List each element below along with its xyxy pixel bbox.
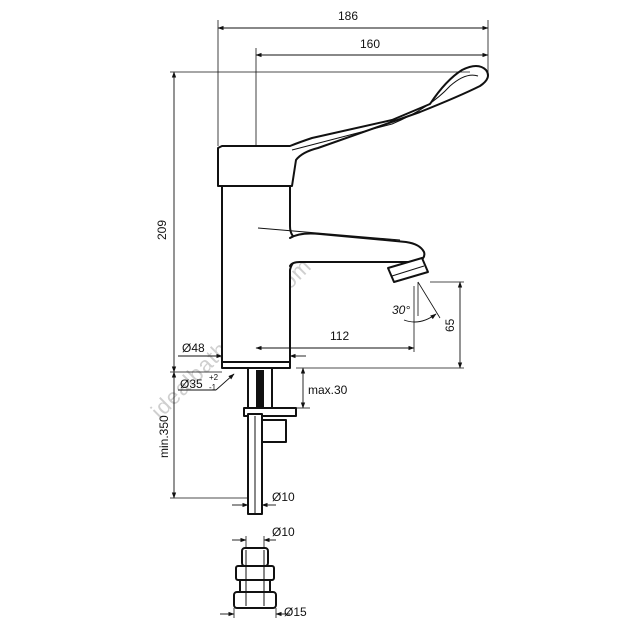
dim-lever-width: 160 [360, 37, 380, 51]
dim-body-diameter: Ø48 [182, 341, 205, 355]
tap-body [217, 65, 489, 369]
dim-max-deck: max.30 [308, 383, 348, 397]
dim-fitting-inlet-diameter: Ø10 [272, 525, 295, 539]
dim-hole-diameter: Ø35 [180, 377, 203, 391]
dim-fitting-outlet-diameter: Ø15 [284, 605, 307, 619]
aerator [387, 257, 429, 283]
dim-overall-width: 186 [338, 9, 358, 23]
dim-hole-tolerance-upper: +2 [209, 373, 219, 382]
dim-hole-tolerance-lower: -1 [209, 383, 217, 392]
lever-handle [217, 65, 489, 187]
compression-fitting [233, 547, 277, 609]
underdeck-assembly [243, 367, 297, 515]
dim-total-height: 209 [155, 220, 169, 240]
spout [289, 232, 426, 267]
dim-tail-diameter: Ø10 [272, 490, 295, 504]
dim-spout-angle: 30° [392, 303, 410, 317]
dim-spout-height: 65 [443, 318, 457, 332]
dim-spout-reach: 112 [330, 329, 349, 343]
dim-hose-length: min.350 [157, 415, 171, 458]
